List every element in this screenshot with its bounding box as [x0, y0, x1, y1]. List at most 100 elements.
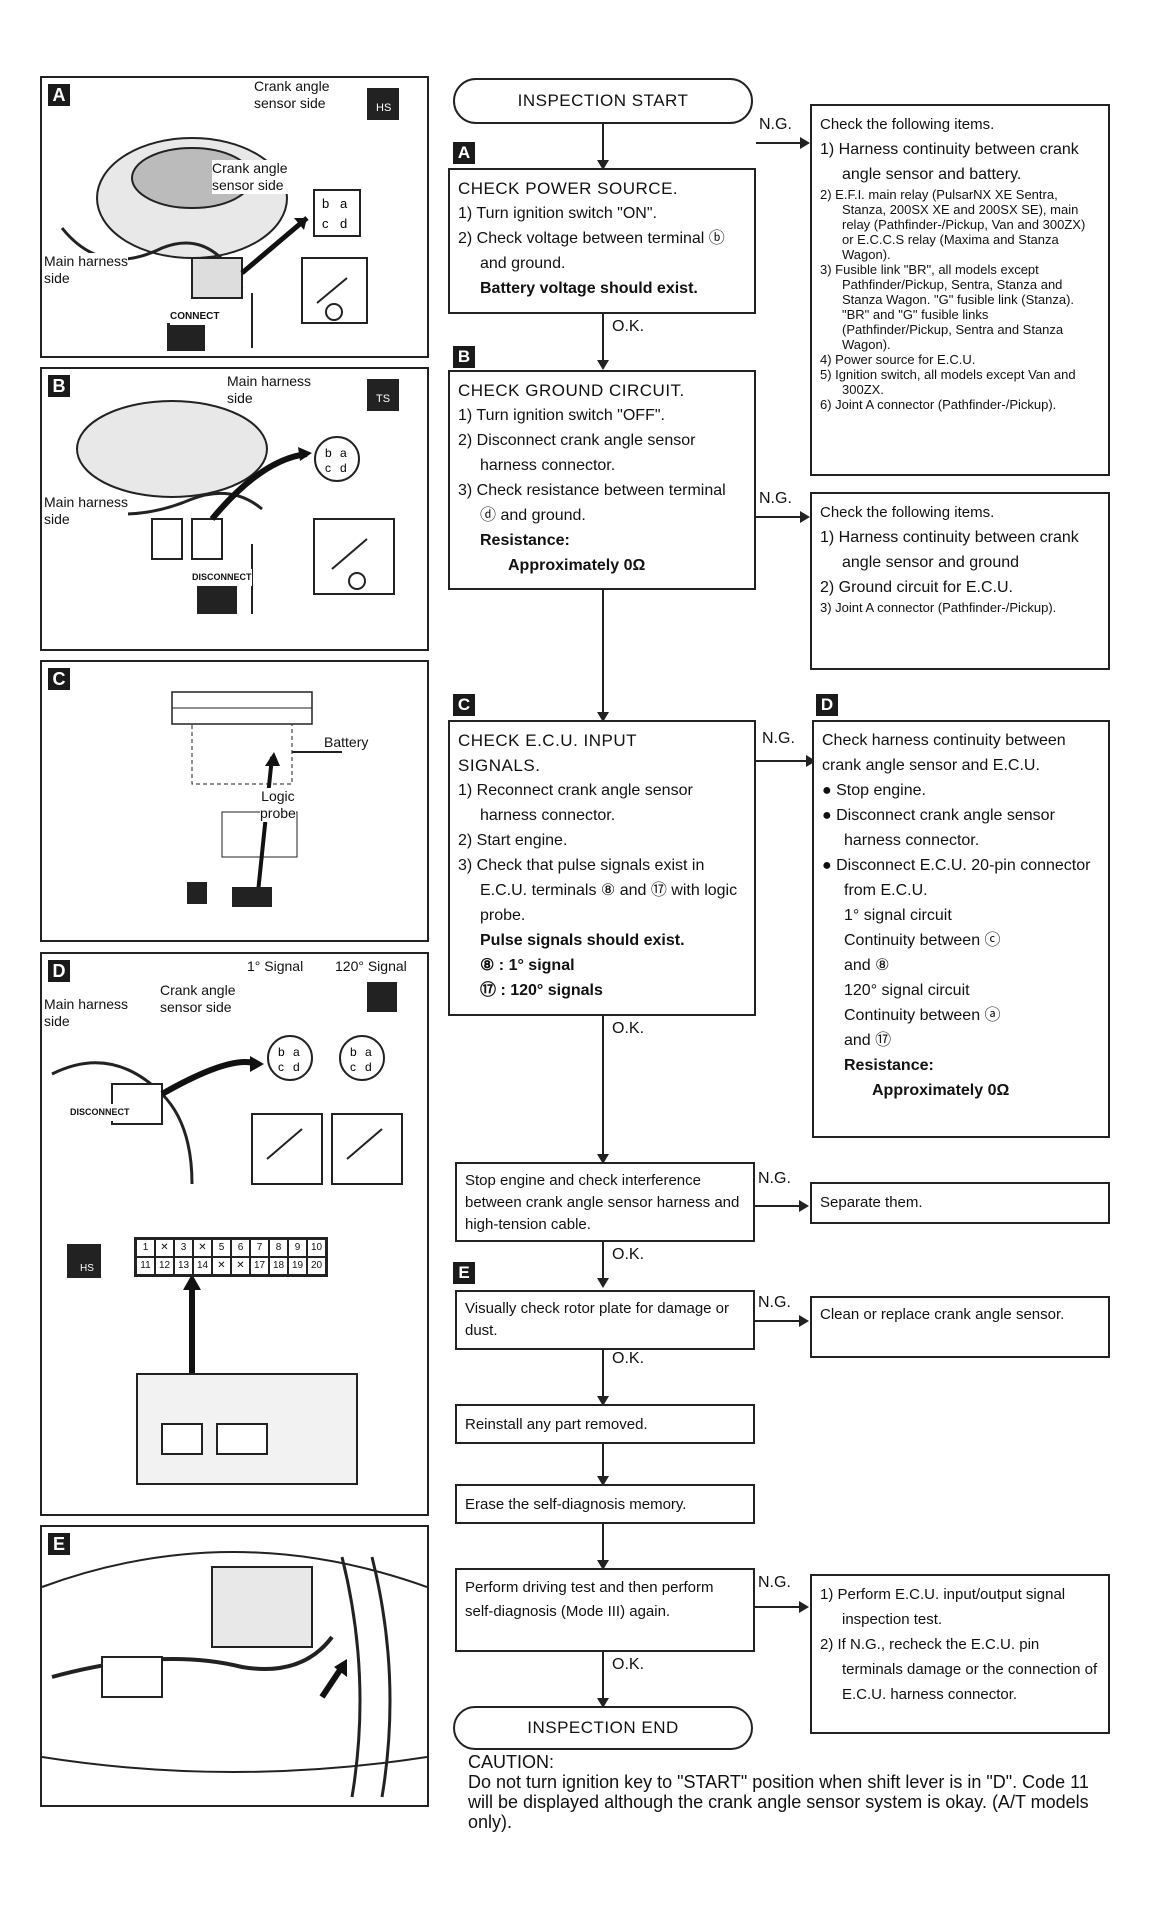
pin: 17 — [250, 1257, 269, 1275]
check-item: 1) Perform E.C.U. input/output signal in… — [820, 1586, 1066, 1628]
step-label-e: E — [453, 1262, 475, 1284]
box-intro: Check harness continuity between crank a… — [822, 732, 1066, 774]
step-item: 1) Turn ignition switch "OFF". — [458, 407, 665, 424]
panel-label: A — [48, 84, 70, 106]
ng-label: N.G. — [758, 1294, 791, 1312]
connector-row: 1 ✕ 3 ✕ 5 6 7 8 9 10 — [136, 1239, 326, 1257]
panel-c: C Battery Logic probe — [40, 660, 429, 942]
ok-label: O.K. — [612, 1656, 645, 1674]
box-text: Perform driving test and then perform se… — [465, 1579, 714, 1620]
separate-box: Separate them. — [810, 1182, 1110, 1224]
svg-text:c: c — [350, 1060, 356, 1074]
pin: 6 — [231, 1239, 250, 1257]
svg-text:b: b — [325, 446, 332, 460]
pin: 13 — [174, 1257, 193, 1275]
reinstall-box: Reinstall any part removed. — [455, 1404, 755, 1444]
ng-label: N.G. — [758, 1170, 791, 1188]
ng-label: N.G. — [762, 730, 795, 748]
circuit-text: 1° signal circuit — [844, 907, 952, 924]
pin: 11 — [136, 1257, 155, 1275]
flow-arrow — [597, 1444, 609, 1486]
ok-label: O.K. — [612, 1350, 645, 1368]
step-item: 3) Check resistance between terminal ⓓ a… — [458, 482, 726, 524]
mode-badge: TS — [376, 393, 391, 405]
pin: 3 — [174, 1239, 193, 1257]
resistance-value: Approximately 0Ω — [508, 557, 646, 574]
step-item: 3) Check that pulse signals exist in E.C… — [458, 857, 738, 924]
svg-text:c: c — [278, 1060, 284, 1074]
panel-e: E — [40, 1525, 429, 1807]
erase-memory-box: Erase the self-diagnosis memory. — [455, 1484, 755, 1524]
bullet-item: ● Stop engine. — [822, 782, 926, 799]
crank-angle-sensor-side-label: Crank angle sensor side — [212, 160, 288, 194]
panel-label: E — [48, 1533, 70, 1555]
logic-probe-label: Logic probe — [260, 788, 296, 822]
step-item: 1) Reconnect crank angle sensor harness … — [458, 782, 693, 824]
pin: 14 — [193, 1257, 212, 1275]
ng-label: N.G. — [758, 1574, 791, 1592]
check-item: 6) Joint A connector (Pathfinder-/Pickup… — [820, 397, 1057, 412]
box-text: Stop engine and check interference betwe… — [465, 1172, 740, 1233]
check-power-source-box: CHECK POWER SOURCE. 1) Turn ignition swi… — [448, 168, 756, 314]
bullet-text: Stop engine. — [836, 782, 926, 799]
bullet-item: ● Disconnect E.C.U. 20-pin connector fro… — [822, 857, 1091, 899]
box-title: CHECK E.C.U. INPUT — [458, 731, 638, 750]
pin: 19 — [288, 1257, 307, 1275]
pin: 12 — [155, 1257, 174, 1275]
circuit-text: Continuity between ⓐ — [844, 1007, 1001, 1024]
svg-text:d: d — [340, 216, 347, 231]
pin: 5 — [212, 1239, 231, 1257]
check-item: 5) Ignition switch, all models except Va… — [820, 367, 1076, 397]
flow-arrow — [597, 124, 609, 170]
pin: 20 — [307, 1257, 326, 1275]
pin: 1 — [136, 1239, 155, 1257]
svg-text:d: d — [340, 461, 347, 475]
mode-badge: HS — [376, 102, 392, 114]
signal-8: ⑧ : 1° signal — [480, 957, 575, 974]
signal-17: ⑰ : 120° signals — [480, 982, 603, 999]
panel-label: D — [48, 960, 70, 982]
circuit-text: and ⑧ — [844, 957, 890, 974]
caution-title: CAUTION: — [468, 1752, 555, 1772]
step-label-d: D — [816, 694, 838, 716]
flow-arrow — [756, 755, 816, 767]
ng-label: N.G. — [759, 490, 792, 508]
signal-120-label: 120° Signal — [335, 958, 407, 975]
rotor-plate-illustration — [42, 1551, 427, 1798]
check-item: 1) Harness continuity between crank angl… — [820, 529, 1079, 571]
expected-result: Battery voltage should exist. — [480, 280, 698, 297]
ecu-probe-illustration — [171, 691, 342, 907]
box-text: Erase the self-diagnosis memory. — [465, 1496, 687, 1513]
box-text: Clean or replace crank angle sensor. — [820, 1306, 1065, 1323]
flow-arrow — [756, 511, 810, 523]
check-item: 2) E.F.I. main relay (PulsarNX XE Sentra… — [820, 187, 1086, 262]
check-item: 3) Fusible link "BR", all models except … — [820, 262, 1075, 352]
disconnect-label: DISCONNECT — [70, 1104, 130, 1121]
resistance-label: Resistance: — [480, 532, 570, 549]
signal-1-label: 1° Signal — [247, 958, 304, 975]
caution-text: Do not turn ignition key to "START" posi… — [468, 1772, 1089, 1832]
driving-test-box: Perform driving test and then perform se… — [455, 1568, 755, 1652]
connect-label: CONNECT — [170, 308, 220, 325]
crank-angle-sensor-side-label: Crank angle sensor side — [160, 982, 236, 1016]
ok-label: O.K. — [612, 1020, 645, 1038]
panel-label: B — [48, 375, 70, 397]
box-title: Check the following items. — [820, 504, 995, 521]
check-item: 3) Joint A connector (Pathfinder-/Pickup… — [820, 600, 1057, 615]
bullet-text: Disconnect crank angle sensor harness co… — [836, 807, 1055, 849]
interference-box: Stop engine and check interference betwe… — [455, 1162, 755, 1242]
final-ng-box: 1) Perform E.C.U. input/output signal in… — [810, 1574, 1110, 1734]
flow-arrow — [755, 1601, 809, 1613]
check-item: 4) Power source for E.C.U. — [820, 352, 976, 367]
mode-badge: HS — [80, 1263, 94, 1274]
pin: 8 — [269, 1239, 288, 1257]
bullet-item: ● Disconnect crank angle sensor harness … — [822, 807, 1055, 849]
rotor-plate-box: Visually check rotor plate for damage or… — [455, 1290, 755, 1350]
svg-text:a: a — [340, 196, 348, 211]
ng-label: N.G. — [759, 116, 792, 134]
box-text: Visually check rotor plate for damage or… — [465, 1300, 730, 1339]
power-ng-box: Check the following items. 1) Harness co… — [810, 104, 1110, 476]
ok-label: O.K. — [612, 1246, 645, 1264]
